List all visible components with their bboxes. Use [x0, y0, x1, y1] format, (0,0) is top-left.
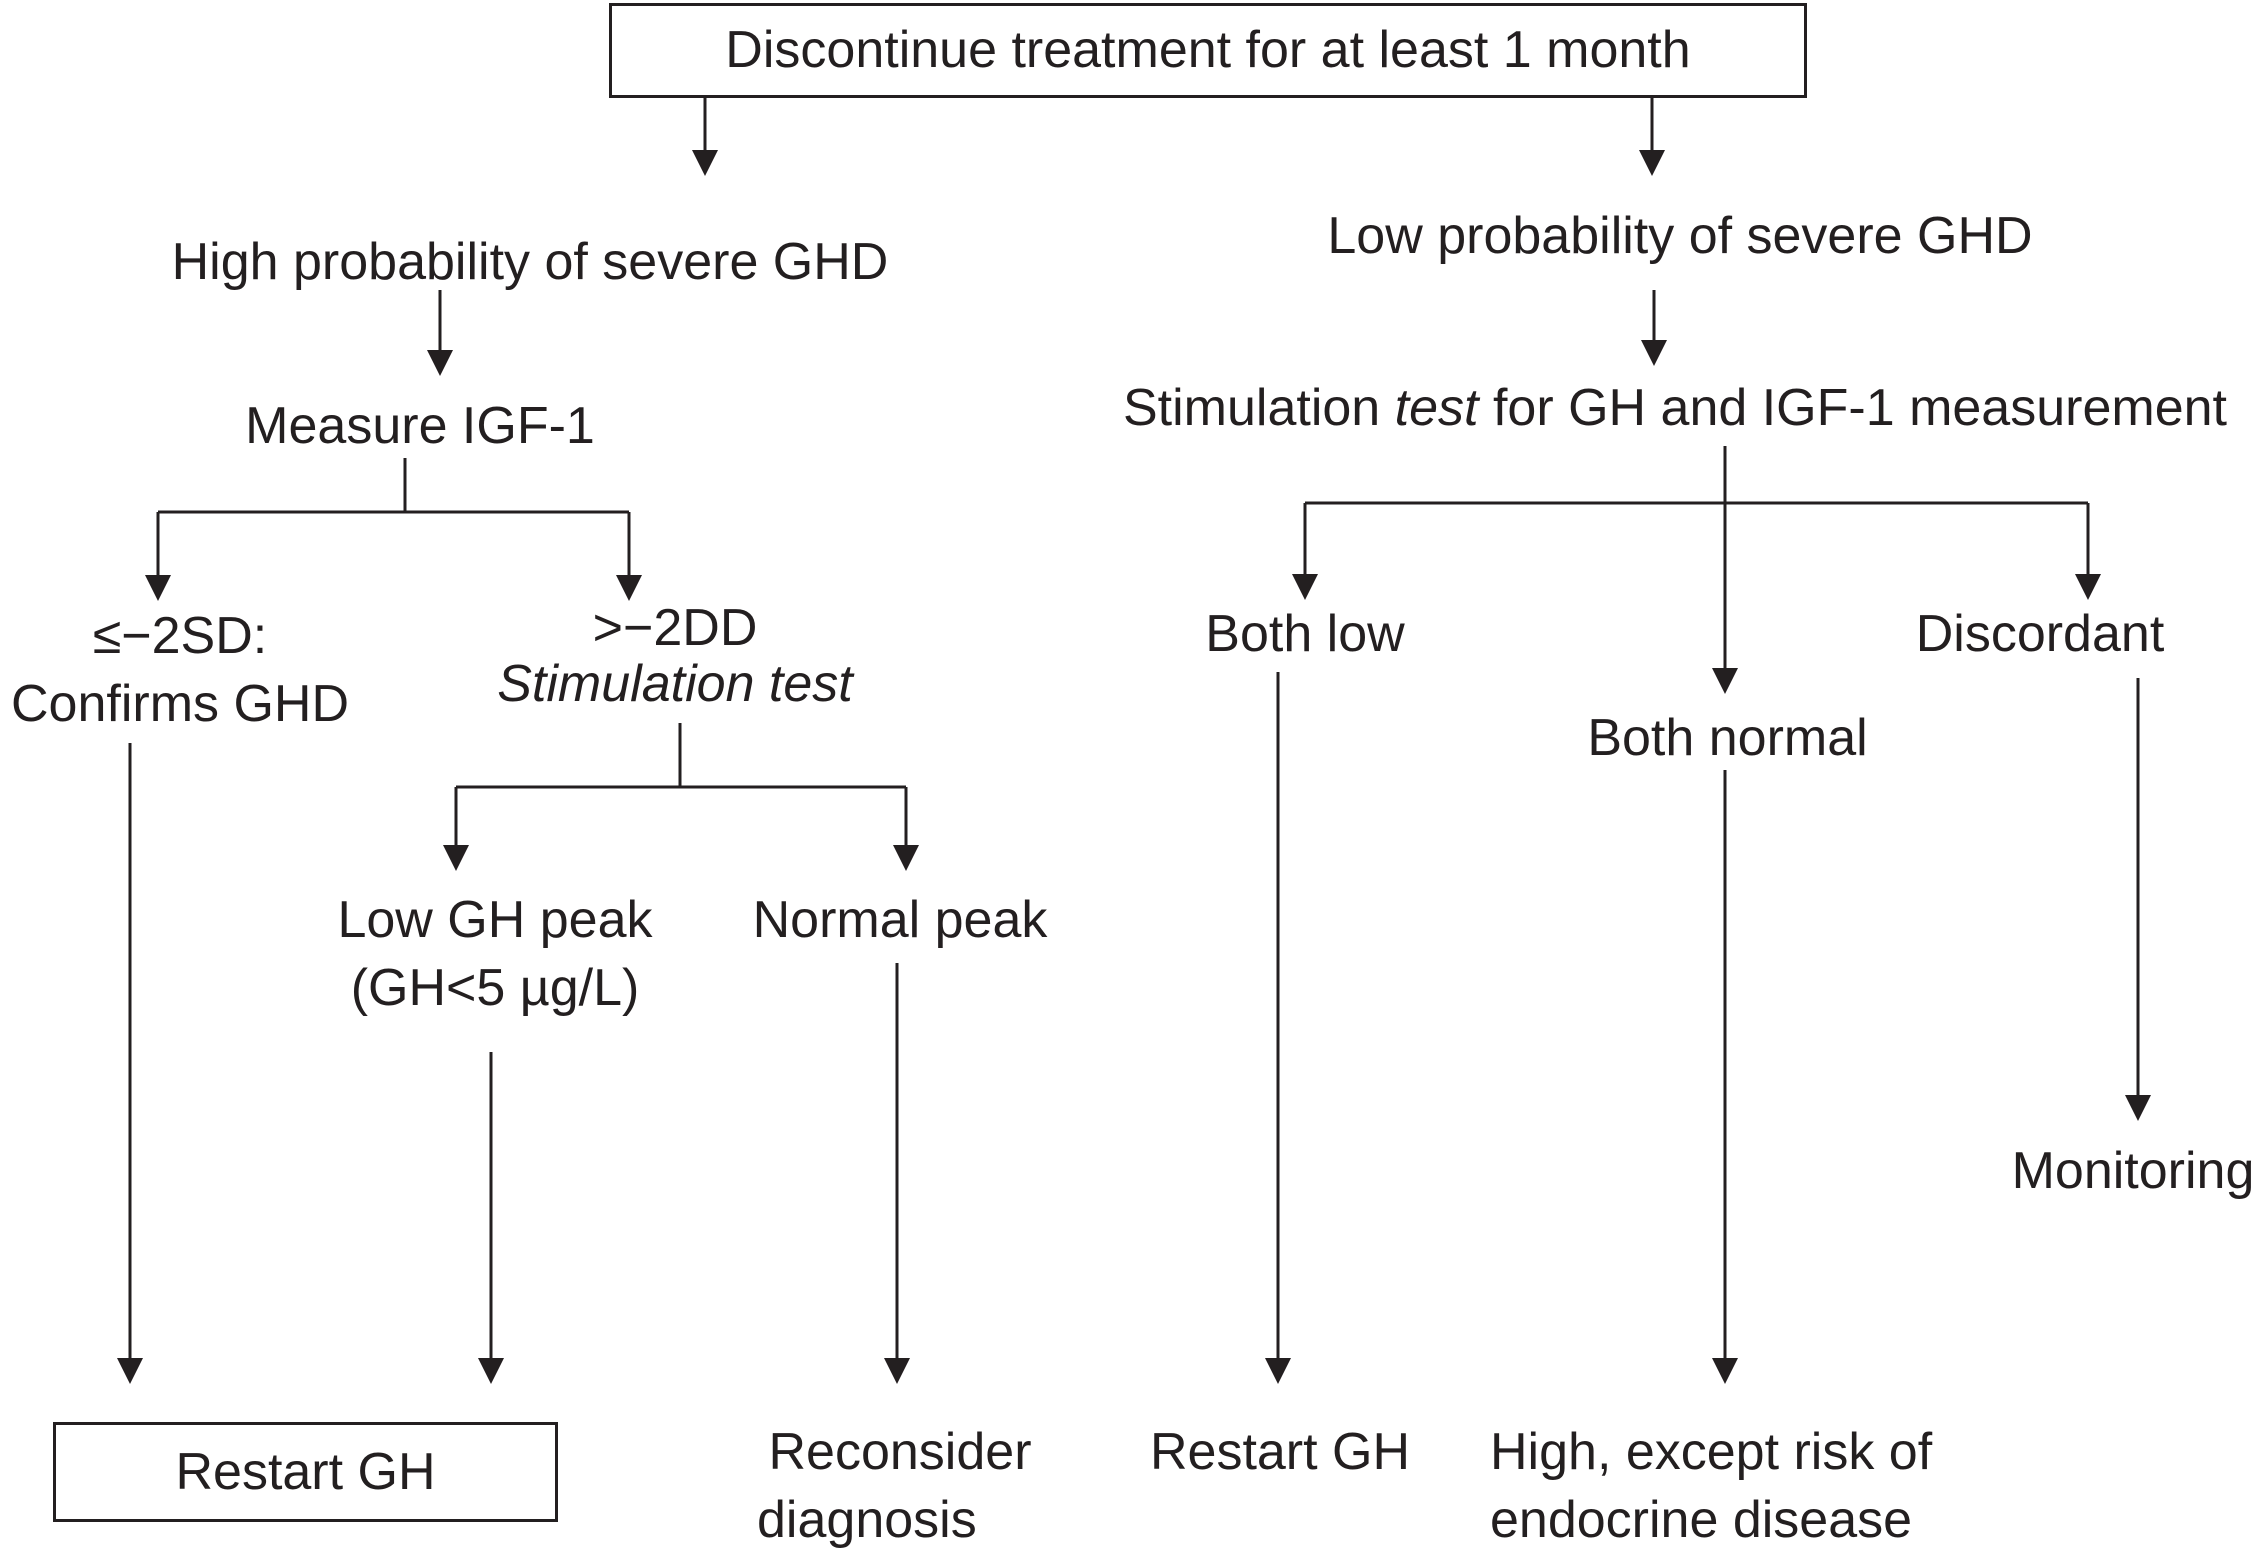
discordant-label: Discordant [1915, 605, 2165, 663]
discontinue-treatment-label: Discontinue treatment for at least 1 mon… [725, 21, 1691, 79]
arrowhead [1639, 150, 1665, 176]
le-2sd-label: ≤−2SD: Confirms GHD [0, 602, 360, 738]
high-probability-label: High probability of severe GHD [171, 233, 889, 291]
low-gh-peak-line1: Low GH peak [337, 891, 653, 949]
arrowhead [1292, 574, 1318, 600]
reconsider-line2: diagnosis [757, 1491, 977, 1549]
arrowhead [1265, 1358, 1291, 1384]
normal-peak-label: Normal peak [752, 891, 1048, 949]
le-2sd-line2: Confirms GHD [10, 675, 350, 733]
reconsider-line1: Reconsider [768, 1423, 1032, 1481]
arrowhead [1712, 668, 1738, 694]
gt-2dd-label: >−2DD Stimulation test [460, 600, 890, 712]
arrowhead [2125, 1095, 2151, 1121]
gt-2dd-line2: Stimulation test [497, 655, 853, 713]
low-probability-label: Low probability of severe GHD [1327, 207, 2033, 265]
stimulation-gh-igf-part-a: Stimulation [1122, 379, 1395, 437]
both-normal-label: Both normal [1587, 709, 1868, 767]
both-low-label: Both low [1205, 605, 1405, 663]
restart-gh-label: Restart GH [1149, 1423, 1411, 1481]
arrowhead [884, 1358, 910, 1384]
high-risk-line2: endocrine disease [1490, 1491, 1913, 1549]
measure-igf1-label: Measure IGF-1 [245, 397, 595, 455]
high-risk-label: High, except risk of endocrine disease [1465, 1418, 1985, 1554]
arrowhead [443, 845, 469, 871]
arrowhead [117, 1358, 143, 1384]
discontinue-treatment-box: Discontinue treatment for at least 1 mon… [609, 3, 1807, 98]
arrowhead [616, 575, 642, 601]
arrowhead [478, 1358, 504, 1384]
arrowhead [2075, 574, 2101, 600]
restart-gh-boxed-label: Restart GH [175, 1443, 436, 1501]
arrowhead [1641, 340, 1667, 366]
low-gh-peak-label: Low GH peak (GH<5 µg/L) [300, 886, 690, 1022]
arrowhead [1712, 1358, 1738, 1384]
arrowhead [145, 575, 171, 601]
stimulation-gh-igf-label: Stimulation test for GH and IGF-1 measur… [1085, 374, 2265, 442]
restart-gh-box: Restart GH [53, 1422, 558, 1522]
arrowhead [427, 350, 453, 376]
gt-2dd-line1: >−2DD [592, 599, 758, 657]
le-2sd-line1: ≤−2SD: [92, 607, 268, 665]
stimulation-gh-igf-part-c: for GH and IGF-1 measurement [1478, 379, 2227, 437]
reconsider-diagnosis-label: Reconsider diagnosis [740, 1418, 1060, 1554]
low-gh-peak-line2: (GH<5 µg/L) [350, 959, 640, 1017]
stimulation-gh-igf-part-b: test [1394, 379, 1479, 437]
arrowhead [692, 150, 718, 176]
arrowhead [893, 845, 919, 871]
high-risk-line1: High, except risk of [1490, 1423, 1933, 1481]
monitoring-label: Monitoring [2011, 1142, 2255, 1200]
